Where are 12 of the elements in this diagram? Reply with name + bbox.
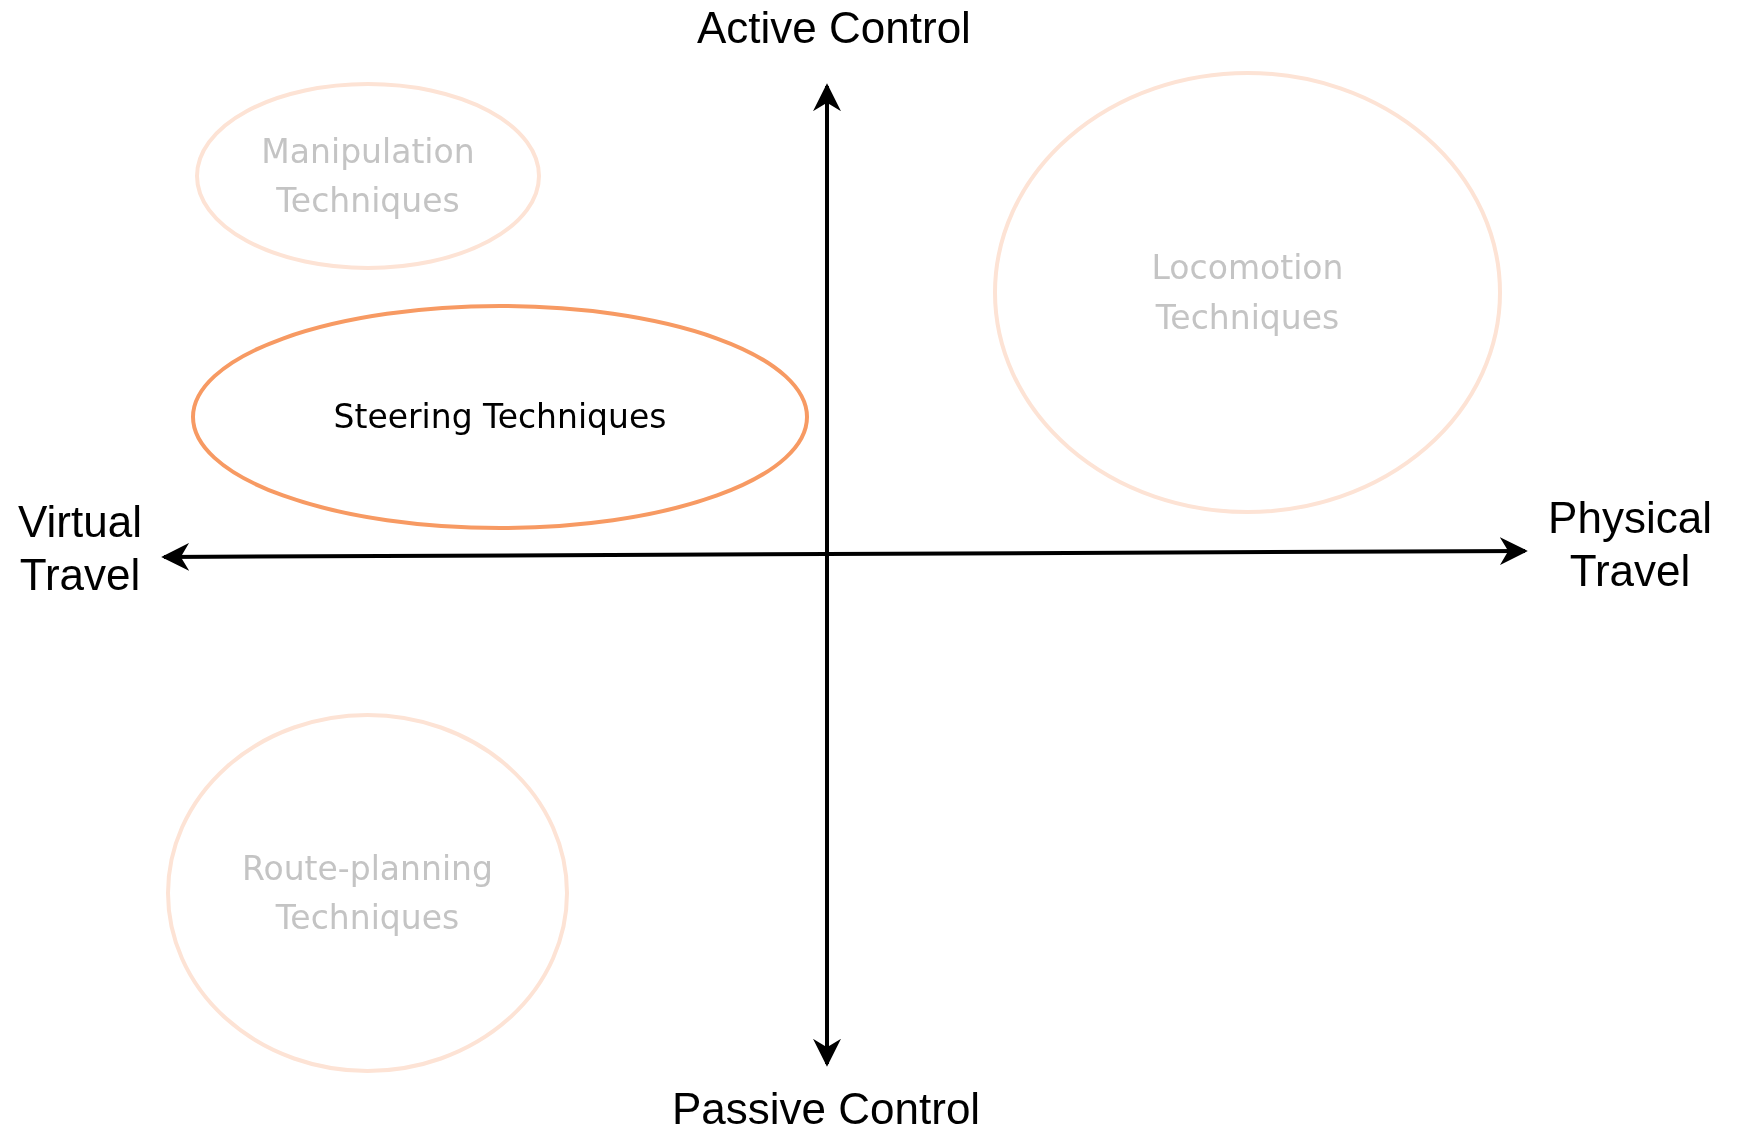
axis-label: Active Control	[697, 2, 971, 54]
axis-label: Virtual Travel	[17, 496, 143, 601]
ellipse-node	[166, 713, 569, 1073]
axis-label: Physical Travel	[1547, 492, 1713, 597]
ellipse-node	[195, 82, 541, 270]
axis-label: Passive Control	[672, 1083, 981, 1135]
node-label: Manipulation Techniques	[260, 130, 476, 222]
ellipse-node	[993, 71, 1502, 514]
node-label: Route-planning Techniques	[241, 847, 494, 939]
node-label: Steering Techniques	[333, 396, 667, 439]
node-label: Locomotion Techniques	[1150, 247, 1345, 339]
ellipse-node	[191, 304, 809, 530]
